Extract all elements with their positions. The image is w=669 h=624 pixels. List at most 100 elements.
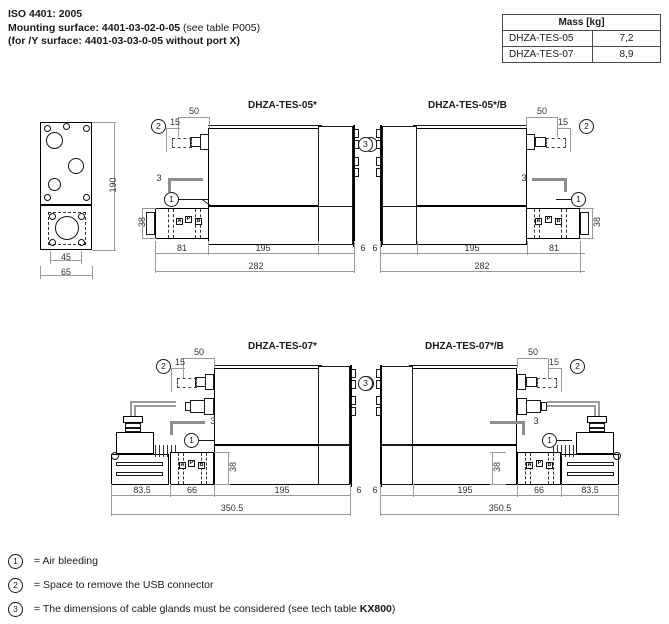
valve-end-cap [146, 212, 155, 235]
power-connector-body [526, 400, 541, 413]
dim-tick [557, 117, 558, 137]
elbow-label-3: 3 [210, 416, 216, 427]
dim-tick [81, 251, 82, 264]
dim-tick [490, 452, 506, 453]
footnote-row: 3 = The dimensions of cable glands must … [8, 600, 508, 624]
valve-bore-line [206, 453, 207, 484]
elbow-label-3: 3 [156, 173, 162, 184]
reservoir-extension [318, 206, 353, 245]
dim-label-50: 50 [188, 106, 199, 116]
dim-tick [40, 266, 41, 279]
motor-gland-ring [589, 423, 605, 428]
dim-line-15 [557, 128, 571, 129]
dim-line-50 [183, 358, 215, 359]
air-bleed-tube-horizontal [490, 421, 525, 424]
electronics-column [382, 126, 417, 209]
header-line-ysurface: (for /Y surface: 4401-03-03-0-05 without… [8, 35, 241, 47]
dim-label-38: 38 [592, 217, 602, 228]
drawing-dhza-tes-07-b: DHZA-TES-07*/B 3 50 15 2 3 A P B [358, 338, 650, 523]
footnote-row: 1 = Air bleeding [8, 552, 508, 576]
header-line-iso: ISO 4401: 2005 [8, 8, 83, 20]
motor-mount-hole [613, 452, 621, 460]
motor-cable-gland [123, 416, 143, 423]
tank-body [414, 128, 527, 206]
footnote-text-main: = Space to remove the USB connector [34, 579, 214, 591]
usb-connector-body [190, 137, 201, 147]
dim-line-total [111, 514, 351, 515]
dim-tick [380, 255, 381, 273]
dim-label-6: 6 [360, 243, 366, 253]
bolt-hole [63, 123, 70, 130]
dim-tick [209, 117, 210, 128]
bolt-hole [78, 239, 85, 246]
dim-label-6: 6 [372, 485, 378, 495]
port-a: A [526, 462, 533, 469]
reservoir-body [410, 445, 517, 485]
dim-line-total [380, 271, 585, 272]
usb-connector-flange [205, 374, 214, 390]
motor-gland-ring [125, 428, 141, 432]
header-line-mounting: Mounting surface: 4401-03-02-0-05 (see t… [8, 22, 428, 36]
dim-tick [111, 484, 112, 497]
port-a: A [176, 218, 183, 225]
cable-gland [351, 380, 356, 389]
mass-table-title: Mass [kg] [502, 14, 661, 31]
dim-line-15 [166, 128, 180, 129]
usb-connector-flange [200, 134, 209, 150]
footnote-text-tail: ) [391, 603, 396, 615]
header-block: ISO 4401: 2005 Mounting surface: 4401-03… [8, 8, 428, 49]
port-a: A [179, 462, 186, 469]
motor-cable [134, 405, 136, 418]
motor-cable [130, 401, 132, 418]
bolt-hole [44, 125, 51, 132]
dim-line-38 [492, 452, 493, 485]
callout-3: 3 [358, 137, 373, 152]
valve-bore-line [173, 209, 174, 238]
dim-label-15: 15 [557, 117, 568, 127]
reservoir-body [414, 206, 527, 245]
callout-2: 2 [156, 359, 171, 374]
port-hole-small [48, 178, 61, 191]
table-header-row: Mass [kg] [502, 14, 661, 31]
dim-label-38: 38 [492, 462, 502, 473]
dim-label-6: 6 [372, 243, 378, 253]
tank-body [410, 368, 517, 445]
dim-tick [318, 241, 319, 255]
dim-label-81: 81 [548, 243, 559, 253]
elbow-label-3: 3 [521, 173, 527, 184]
dim-tick [171, 368, 172, 392]
tank-top-edge [409, 365, 517, 366]
dim-line-38 [228, 452, 229, 485]
dim-tick [618, 497, 619, 516]
footnote-text-3: = The dimensions of cable glands must be… [34, 603, 395, 615]
drawing-dhza-tes-05: DHZA-TES-05* 3 50 15 2 3 A P B 1 38 [137, 95, 378, 285]
usb-connector-body [526, 377, 537, 387]
dim-label-81: 81 [176, 243, 187, 253]
dim-line-50 [178, 117, 210, 118]
dim-tick [618, 484, 619, 497]
footnote-ref-table: KX800 [359, 603, 392, 615]
port-b: B [555, 218, 562, 225]
port-p: P [188, 460, 195, 467]
dim-tick [178, 117, 179, 137]
footnote-row: 2 = Space to remove the USB connector [8, 576, 508, 600]
valve-bore-line [178, 453, 179, 484]
valve-bore-line [525, 453, 526, 484]
dim-baseline [155, 253, 355, 254]
usb-connector-dashed [537, 378, 557, 388]
port-b: B [198, 462, 205, 469]
motor-cable [130, 401, 176, 403]
dim-label-66: 66 [186, 485, 197, 495]
dim-line-65 [40, 275, 93, 276]
dim-tick [517, 484, 518, 497]
dim-line-15 [171, 368, 185, 369]
dim-tick [580, 255, 581, 273]
dim-tick [527, 241, 528, 255]
dim-line-15 [548, 368, 562, 369]
motor-cable [594, 405, 596, 418]
dim-baseline [111, 495, 351, 496]
tank-top-edge [214, 365, 322, 366]
dim-tick [580, 241, 581, 255]
motor-slot [116, 472, 163, 476]
air-bleed-tube-horizontal [532, 178, 567, 181]
